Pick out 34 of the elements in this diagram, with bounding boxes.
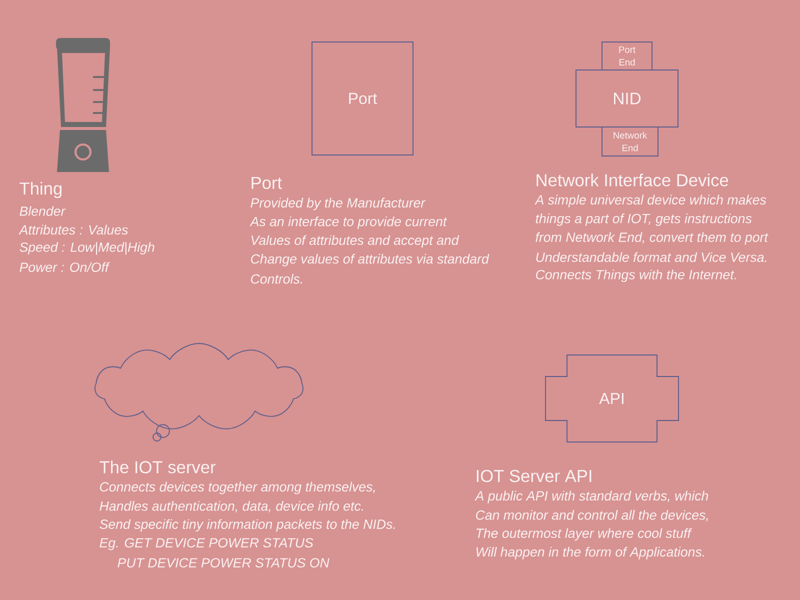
description-text: from Network End, convert them to port <box>536 232 768 245</box>
description-text: Values of attributes and accept and <box>251 235 460 248</box>
description-text: Power : On/Off <box>20 262 110 272</box>
port-box: Port <box>312 42 414 156</box>
description-text: Can monitor and control all the devices, <box>476 510 708 522</box>
description-text: A simple universal device which makes <box>534 194 766 208</box>
description-text: Will happen in the form of Applications. <box>476 546 704 560</box>
description-text: PUT DEVICE POWER STATUS ON <box>118 558 330 568</box>
description-text: Change values of attributes via standard <box>251 254 490 266</box>
description-text: The outermost layer where cool stuff <box>476 528 692 541</box>
thought-cloud <box>94 343 304 442</box>
description-text: Understandable format and Vice Versa. <box>536 252 766 262</box>
heading: Network Interface Device <box>536 174 728 186</box>
description-text: things a part of IOT, gets instructions <box>536 214 752 226</box>
description-text: Handles authentication, data, device info etc. <box>100 501 363 512</box>
heading: The IOT server <box>100 460 216 474</box>
description-text: Speed : Low|Med|High <box>20 242 154 255</box>
description-text: Connects Things with the Internet. <box>536 270 736 282</box>
port-end-box: Port End <box>602 42 652 70</box>
description-text: Controls. <box>251 274 302 284</box>
description-text: Send specific tiny information packets to the NIDs. <box>100 519 395 532</box>
heading: Port <box>252 176 282 190</box>
heading: IOT Server API <box>476 470 592 482</box>
description-text: Blender <box>20 206 66 216</box>
description-text: Connects devices together among themselves, <box>100 482 375 494</box>
description-text: Eg. GET DEVICE POWER STATUS <box>100 538 314 550</box>
description-text: Attributes : Values <box>18 224 128 235</box>
description-text: As an interface to provide current <box>250 216 448 229</box>
nid-box: NID <box>576 70 678 128</box>
description-text: Provided by the Manufacturer <box>250 198 426 210</box>
heading: Thing <box>20 182 62 198</box>
network-end-box: Network End <box>602 126 658 156</box>
description-text: A public API with standard verbs, which <box>474 490 708 504</box>
blender-picture <box>56 38 110 172</box>
